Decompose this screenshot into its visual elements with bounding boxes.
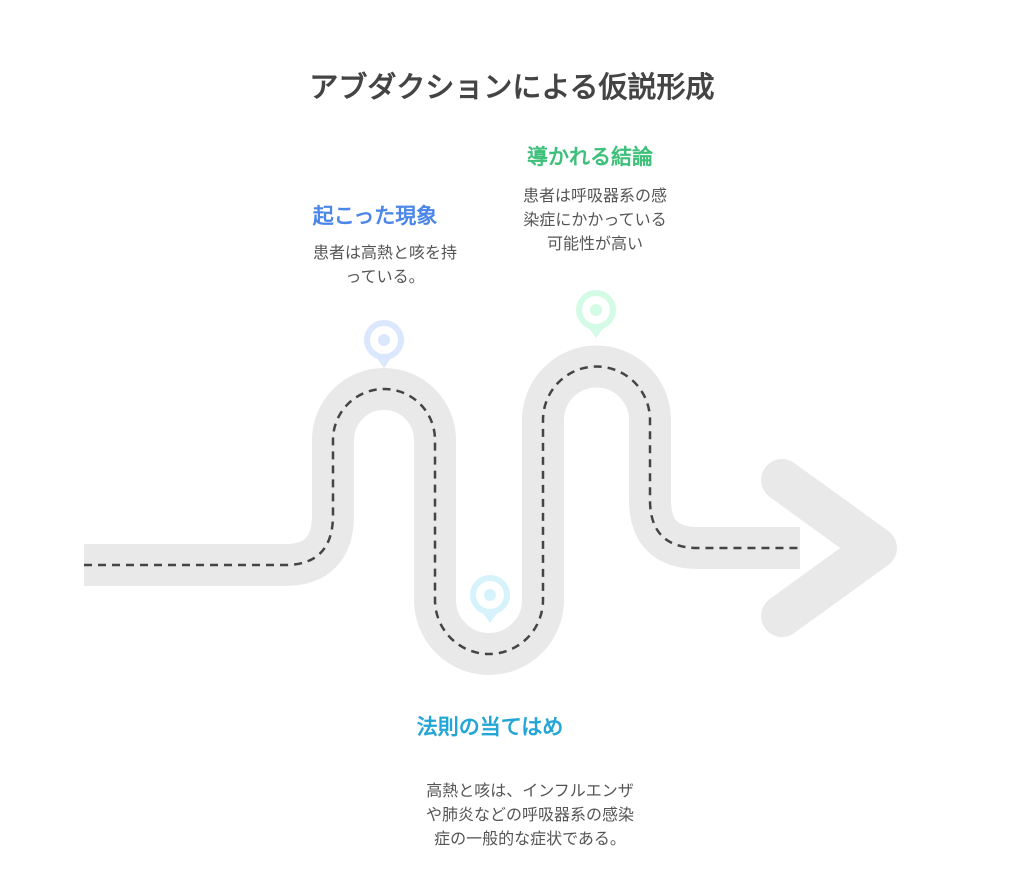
page-title: アブダクションによる仮説形成 [309,70,715,104]
road-centerline [84,365,800,656]
step-text-conclusion: 患者は呼吸器系の感 染症にかかっている 可能性が高い [522,186,667,253]
step-text-rule: 高熱と咳は、インフルエンザ や肺炎などの呼吸器系の感染 症の一般的な症状である。 [425,781,634,848]
step-heading-phenomenon: 起こった現象 [312,204,438,228]
step-heading-rule: 法則の当てはめ [416,715,564,739]
map-pin-icon [470,575,510,623]
step-heading-conclusion: 導かれる結論 [527,145,653,169]
map-pin-icon [576,290,616,338]
map-pin-icon [364,320,404,368]
step-text-phenomenon: 患者は高熱と咳を持 っている。 [312,243,457,286]
road [84,345,800,675]
arrow-head [761,459,897,637]
